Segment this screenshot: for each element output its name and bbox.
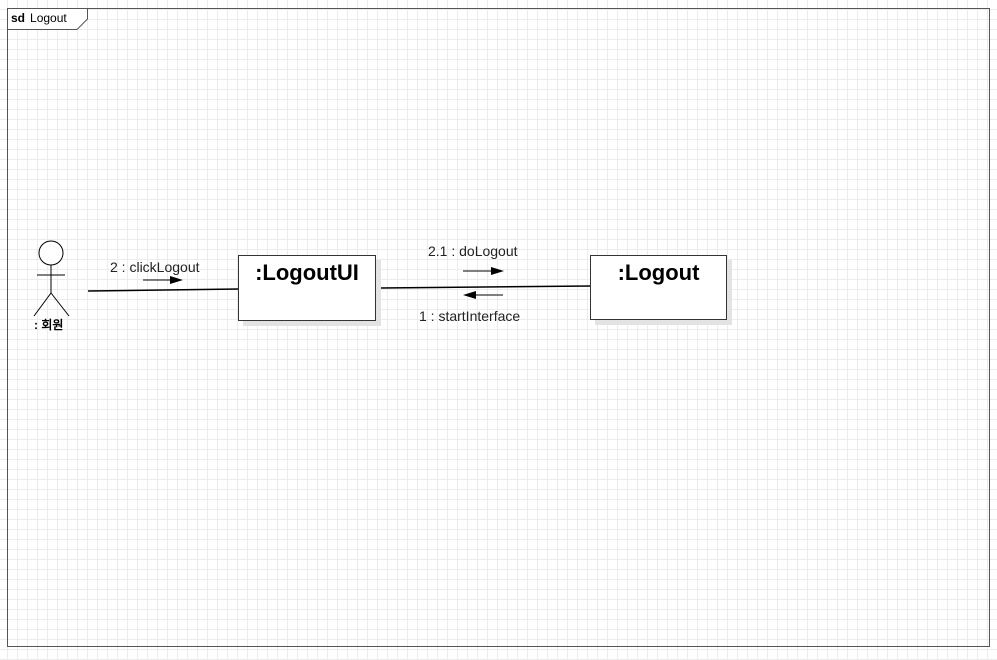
object-logoutui-label: :LogoutUI (255, 260, 359, 285)
object-logout-label: :Logout (617, 260, 700, 285)
arrow-startinterface-icon (463, 291, 503, 299)
sequence-frame[interactable] (7, 8, 990, 647)
arrow-dologout-icon (463, 267, 504, 275)
object-logout[interactable]: :Logout (590, 255, 727, 320)
link-logoutui-logout[interactable] (375, 285, 592, 289)
frame-tab-shape (7, 8, 88, 30)
object-logoutui[interactable]: :LogoutUI (238, 255, 376, 321)
link-actor-logoutui[interactable] (87, 288, 240, 292)
message-dologout[interactable]: 2.1 : doLogout (428, 243, 518, 259)
frame-name: Logout (30, 11, 67, 25)
frame-tab: sd Logout (7, 8, 89, 36)
frame-keyword: sd (11, 11, 26, 25)
message-clicklogout[interactable]: 2 : clickLogout (110, 259, 200, 275)
actor-stick-figure-icon[interactable] (33, 240, 70, 317)
message-startinterface[interactable]: 1 : startInterface (419, 308, 521, 324)
arrow-clicklogout-icon (143, 276, 183, 284)
actor-label: : 회원 (34, 318, 64, 332)
